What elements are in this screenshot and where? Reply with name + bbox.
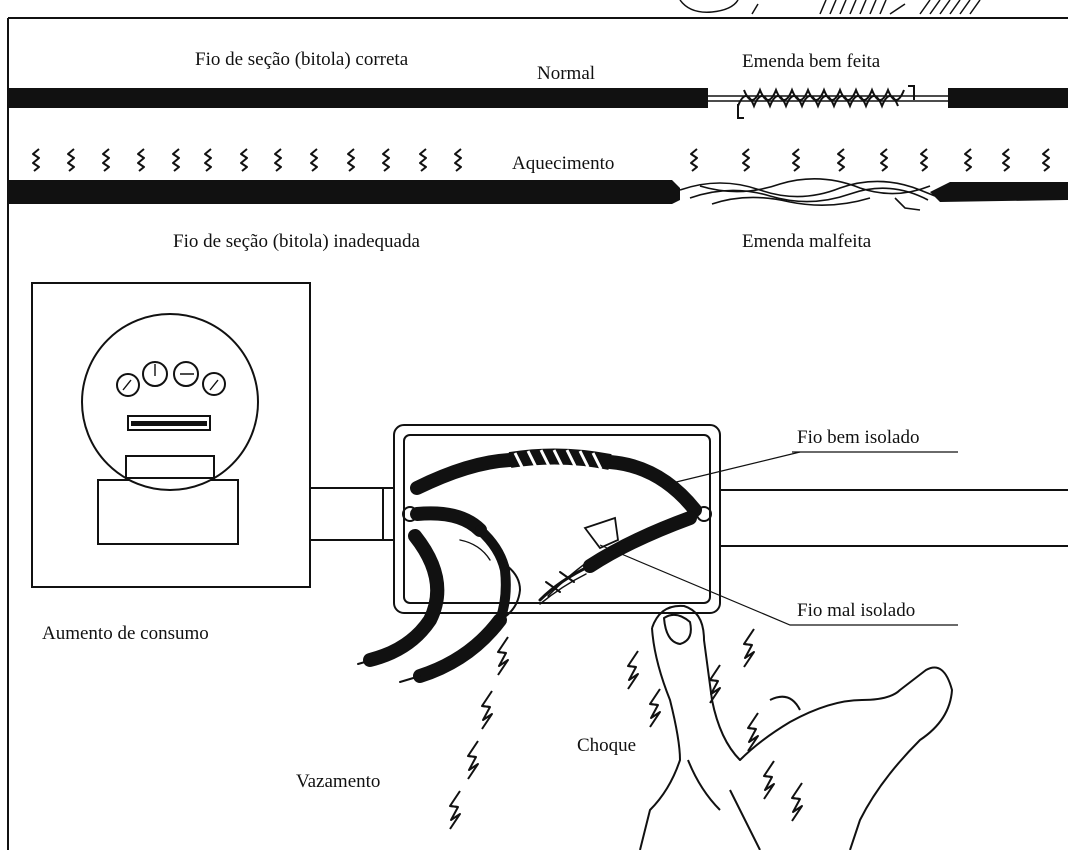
label-inadequate-section-wire: Fio de seção (bitola) inadequada xyxy=(173,232,420,251)
shock-bolts xyxy=(628,629,802,821)
label-heating: Aquecimento xyxy=(512,154,614,173)
cropped-top-illustration xyxy=(680,0,980,14)
outgoing-wires xyxy=(720,490,1068,546)
label-good-splice: Emenda bem feita xyxy=(742,52,880,71)
wire-correct-section xyxy=(8,88,1068,108)
conduit xyxy=(310,488,395,540)
label-bad-splice: Emenda malfeita xyxy=(742,232,871,251)
label-consumption-increase: Aumento de consumo xyxy=(42,624,209,643)
bad-splice xyxy=(680,179,935,210)
electric-meter xyxy=(32,283,310,587)
label-well-insulated-wire: Fio bem isolado xyxy=(797,428,919,447)
label-normal: Normal xyxy=(537,64,595,83)
label-shock: Choque xyxy=(577,736,636,755)
good-splice xyxy=(738,86,914,118)
label-correct-section-wire: Fio de seção (bitola) correta xyxy=(195,50,408,69)
label-poorly-insulated-wire: Fio mal isolado xyxy=(797,601,915,620)
label-leakage: Vazamento xyxy=(296,772,380,791)
